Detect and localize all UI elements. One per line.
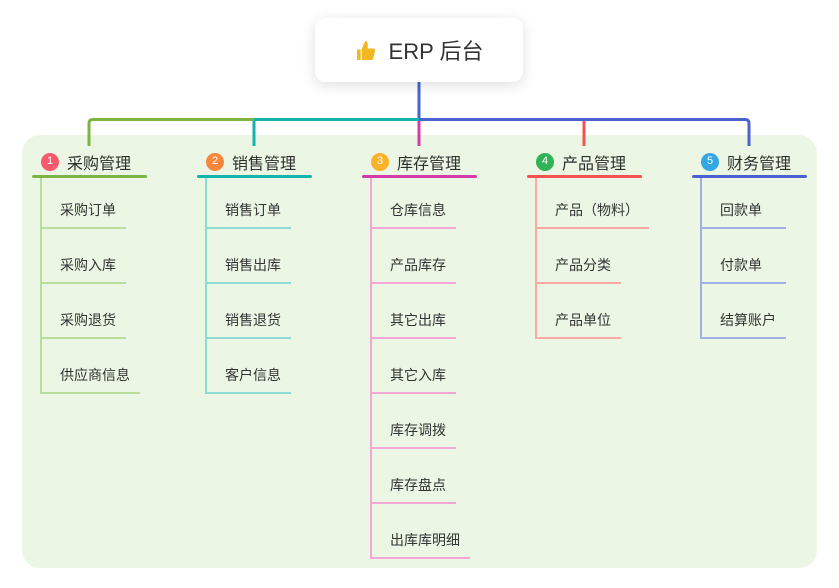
sub-topic[interactable]: 销售退货 xyxy=(207,284,291,339)
sub-topic[interactable]: 其它入库 xyxy=(372,339,456,394)
sub-topic-label: 产品库存 xyxy=(390,257,446,273)
sub-topic-label: 销售出库 xyxy=(225,257,281,273)
sub-topic[interactable]: 客户信息 xyxy=(207,339,291,394)
sub-topic-label: 供应商信息 xyxy=(60,367,130,383)
branch-topic[interactable]: 2 销售管理 xyxy=(197,148,312,175)
branch-topic[interactable]: 1 采购管理 xyxy=(32,148,147,175)
branch-index-badge: 2 xyxy=(206,152,224,171)
branch-children: 仓库信息产品库存其它出库其它入库库存调拨库存盘点出库库明细 xyxy=(370,178,470,559)
sub-topic-label: 仓库信息 xyxy=(390,202,446,218)
sub-topic-label: 采购退货 xyxy=(60,312,116,328)
sub-topic[interactable]: 回款单 xyxy=(702,178,786,229)
branch-topic-underline xyxy=(197,175,312,178)
sub-topic[interactable]: 付款单 xyxy=(702,229,786,284)
root-label: ERP 后台 xyxy=(388,39,484,64)
branch-topic[interactable]: 5 财务管理 xyxy=(692,148,807,175)
branch-index-badge: 1 xyxy=(41,152,59,171)
branch-index-number: 2 xyxy=(211,155,219,167)
sub-topic-label: 出库库明细 xyxy=(390,532,460,548)
branch-children: 产品（物料） 产品分类产品单位 xyxy=(535,178,649,339)
sub-topic[interactable]: 销售出库 xyxy=(207,229,291,284)
sub-topic-label: 客户信息 xyxy=(225,367,281,383)
branch-topic-label: 采购管理 xyxy=(67,155,132,173)
branch-topic-underline xyxy=(32,175,147,178)
branch-index-number: 4 xyxy=(541,155,549,167)
branch-children: 采购订单采购入库采购退货供应商信息 xyxy=(40,178,140,394)
branch-children: 销售订单销售出库销售退货客户信息 xyxy=(205,178,291,394)
branch-topic-label: 销售管理 xyxy=(232,155,297,173)
sub-topic[interactable]: 其它出库 xyxy=(372,284,456,339)
branch-index-badge: 3 xyxy=(371,152,389,171)
branch-topic-label: 库存管理 xyxy=(397,155,462,173)
branch-5: 5 财务管理 回款单付款单结算账户 xyxy=(692,148,807,339)
sub-topic-label: 销售订单 xyxy=(225,202,281,218)
sub-topic[interactable]: 产品（物料） xyxy=(537,178,649,229)
branch-index-badge: 5 xyxy=(701,152,719,171)
branch-topic[interactable]: 3 库存管理 xyxy=(362,148,477,175)
sub-topic[interactable]: 采购退货 xyxy=(42,284,126,339)
branch-3: 3 库存管理 仓库信息产品库存其它出库其它入库库存调拨库存盘点出库库明细 xyxy=(362,148,477,559)
branch-index-number: 1 xyxy=(46,155,54,167)
sub-topic[interactable]: 仓库信息 xyxy=(372,178,456,229)
sub-topic-label: 付款单 xyxy=(720,257,762,273)
sub-topic[interactable]: 采购订单 xyxy=(42,178,126,229)
sub-topic-label: 结算账户 xyxy=(720,312,776,328)
branch-topic-underline xyxy=(362,175,477,178)
thumbs-up-icon xyxy=(356,41,375,60)
branch-1: 1 采购管理 采购订单采购入库采购退货供应商信息 xyxy=(32,148,147,394)
sub-topic-label: 采购订单 xyxy=(60,202,116,218)
sub-topic-label: 产品单位 xyxy=(555,312,611,328)
sub-topic-label: 库存调拨 xyxy=(390,422,446,438)
sub-topic[interactable]: 产品单位 xyxy=(537,284,621,339)
sub-topic[interactable]: 产品分类 xyxy=(537,229,621,284)
sub-topic[interactable]: 销售订单 xyxy=(207,178,291,229)
branch-topic[interactable]: 4 产品管理 xyxy=(527,148,649,175)
branch-4: 4 产品管理 产品（物料） 产品分类产品单位 xyxy=(527,148,649,339)
sub-topic-label: 其它出库 xyxy=(390,312,446,328)
branch-topic-underline xyxy=(692,175,807,178)
sub-topic[interactable]: 采购入库 xyxy=(42,229,126,284)
branch-2: 2 销售管理 销售订单销售出库销售退货客户信息 xyxy=(197,148,312,394)
branch-index-badge: 4 xyxy=(536,152,554,171)
root-node[interactable]: ERP 后台 xyxy=(315,18,523,82)
sub-topic-label: 采购入库 xyxy=(60,257,116,273)
sub-topic[interactable]: 库存盘点 xyxy=(372,449,456,504)
sub-topic-label: 库存盘点 xyxy=(390,477,446,493)
branch-topic-label: 财务管理 xyxy=(727,155,792,173)
sub-topic[interactable]: 出库库明细 xyxy=(372,504,470,559)
branch-topic-underline xyxy=(527,175,642,178)
sub-topic-label: 其它入库 xyxy=(390,367,446,383)
sub-topic[interactable]: 库存调拨 xyxy=(372,394,456,449)
branch-index-number: 3 xyxy=(376,155,384,167)
sub-topic-label: 产品分类 xyxy=(555,257,611,273)
branch-topic-label: 产品管理 xyxy=(562,155,627,173)
sub-topic[interactable]: 供应商信息 xyxy=(42,339,140,394)
sub-topic-label: 销售退货 xyxy=(225,312,281,328)
sub-topic[interactable]: 结算账户 xyxy=(702,284,786,339)
branch-index-number: 5 xyxy=(706,155,714,167)
mindmap-panel xyxy=(22,135,817,568)
sub-topic-label: 产品（物料） xyxy=(555,202,639,218)
branch-children: 回款单付款单结算账户 xyxy=(700,178,786,339)
sub-topic-label: 回款单 xyxy=(720,202,762,218)
sub-topic[interactable]: 产品库存 xyxy=(372,229,456,284)
